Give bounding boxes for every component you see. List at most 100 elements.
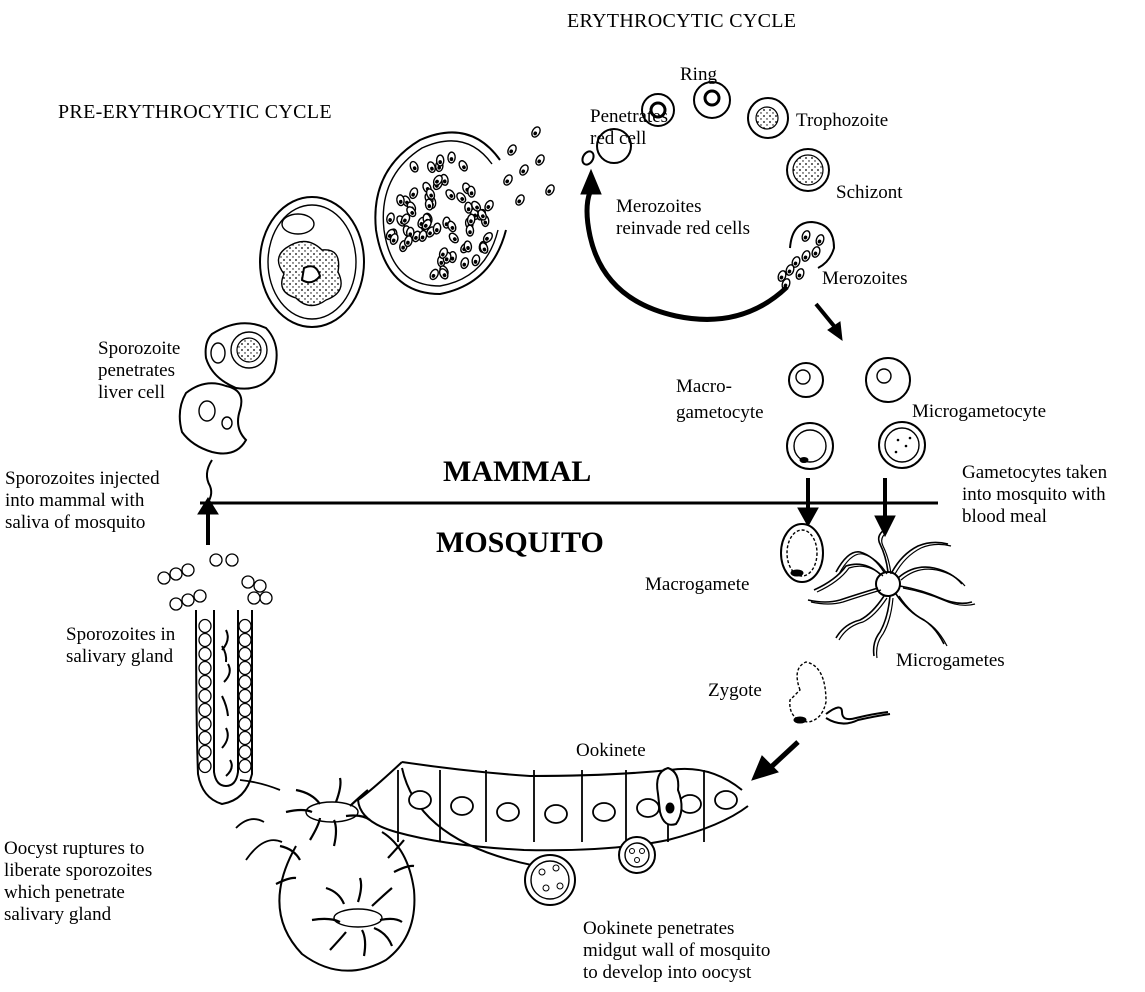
gut-cell-nucleus <box>593 803 615 821</box>
flagellum <box>900 586 972 603</box>
injection-arrowhead <box>198 498 218 514</box>
gland-cell <box>182 564 194 576</box>
mosquito-label: MOSQUITO <box>436 526 604 559</box>
merozoite <box>467 214 475 226</box>
macrogamete-cell <box>781 524 823 582</box>
gland-cell <box>239 634 251 647</box>
gland-cell <box>242 576 254 588</box>
sporozoite <box>362 930 365 956</box>
merozoites-label: Merozoites <box>822 268 907 289</box>
gut-cell-nucleus <box>409 791 431 809</box>
sporozoite <box>276 878 296 884</box>
rupturing-oocyst <box>236 778 414 971</box>
gland-cell <box>254 580 266 592</box>
gland-cell <box>239 662 251 675</box>
merozoite <box>795 268 805 281</box>
gland-cell <box>210 554 222 566</box>
sporozoite <box>358 878 361 902</box>
sporozoite <box>394 866 414 872</box>
gametocyte-arrow <box>816 304 834 326</box>
merozoite <box>448 152 456 163</box>
microgametes-flagella <box>808 530 975 658</box>
merozoite <box>544 184 556 197</box>
merozoite <box>464 241 472 253</box>
sporozoite <box>226 760 232 776</box>
gland-cell <box>239 732 251 745</box>
zygote-label: Zygote <box>708 680 762 701</box>
sporozoite <box>334 820 336 846</box>
sporozoite <box>336 778 341 802</box>
gut-cell-nucleus <box>451 797 473 815</box>
gland-cell <box>199 676 211 689</box>
sporozoites-salivary-label: Sporozoites in salivary gland <box>66 624 180 667</box>
sporozoites-injected-label: Sporozoites injected into mammal with sa… <box>5 468 164 533</box>
merozoite <box>437 155 444 166</box>
gland-cell <box>182 594 194 606</box>
trophozoite-label: Trophozoite <box>796 110 888 131</box>
gland-cell <box>199 746 211 759</box>
sporozoite <box>310 818 320 840</box>
ookinete-in-wall <box>657 768 681 825</box>
ring-label: Ring <box>680 64 717 85</box>
gut-cell-nucleus <box>637 799 659 817</box>
sporozoite <box>236 819 264 828</box>
developing-oocysts <box>525 837 655 905</box>
merozoite <box>466 225 474 236</box>
penetrates-red-cell-label: Penetrates red cell <box>590 106 673 149</box>
gland-cell <box>239 690 251 703</box>
merozoite <box>502 174 514 187</box>
liver-schizont <box>260 197 364 327</box>
gland-cell <box>226 554 238 566</box>
gland-cell <box>199 690 211 703</box>
sporozoite <box>372 888 392 906</box>
salivary-gland <box>158 554 272 804</box>
gland-cell <box>248 592 260 604</box>
merozoite <box>518 164 530 177</box>
macrogametocyte-label: Macro- gametocyte <box>676 376 764 423</box>
ookinete-arrowhead <box>752 756 778 780</box>
gland-cell <box>158 572 170 584</box>
sporozoite <box>222 696 228 716</box>
macrogametocyte-cells <box>787 363 833 469</box>
sporozoite <box>286 810 312 812</box>
gland-cell <box>194 590 206 602</box>
ookinete-label: Ookinete <box>576 740 646 761</box>
gland-cell <box>199 620 211 633</box>
sporozoite <box>222 728 228 748</box>
gland-cell <box>199 760 211 773</box>
sporozoite <box>374 928 392 946</box>
gland-cell <box>239 718 251 731</box>
reinvasion-arrowhead <box>581 170 601 194</box>
gland-cell <box>199 718 211 731</box>
merozoites-reinvade-label: Merozoites reinvade red cells <box>616 196 750 239</box>
gland-cell <box>170 598 182 610</box>
merozoite <box>815 234 825 247</box>
sporozoite-penetrates-liver-label: Sporozoite penetrates liver cell <box>98 338 185 403</box>
infected-liver-cell <box>206 323 277 388</box>
flagellum <box>817 566 883 592</box>
merozoite <box>530 126 542 139</box>
merozoite <box>506 144 518 157</box>
merozoite <box>534 154 546 167</box>
sporozoite <box>222 646 226 662</box>
flagellum <box>808 588 878 602</box>
gland-cell <box>239 620 251 633</box>
gland-cell <box>239 648 251 661</box>
merozoite <box>801 230 811 243</box>
zygote-fertilization <box>790 662 890 724</box>
flagellum <box>877 598 893 658</box>
merozoite <box>811 246 821 259</box>
gland-cell <box>239 676 251 689</box>
sporozoite <box>326 888 344 904</box>
flagellum <box>901 569 965 586</box>
gut-cell-nucleus <box>715 791 737 809</box>
gland-cell <box>239 746 251 759</box>
gametocytes-taken-label: Gametocytes taken into mosquito with blo… <box>962 462 1112 527</box>
liver-cell-with-sporozoite <box>180 383 246 453</box>
microgametocyte-label: Microgametocyte <box>912 401 1046 422</box>
sporozoite <box>380 919 402 922</box>
midgut-wall <box>358 762 748 870</box>
gland-cell <box>239 760 251 773</box>
macrogamete-label: Macrogamete <box>645 574 749 595</box>
